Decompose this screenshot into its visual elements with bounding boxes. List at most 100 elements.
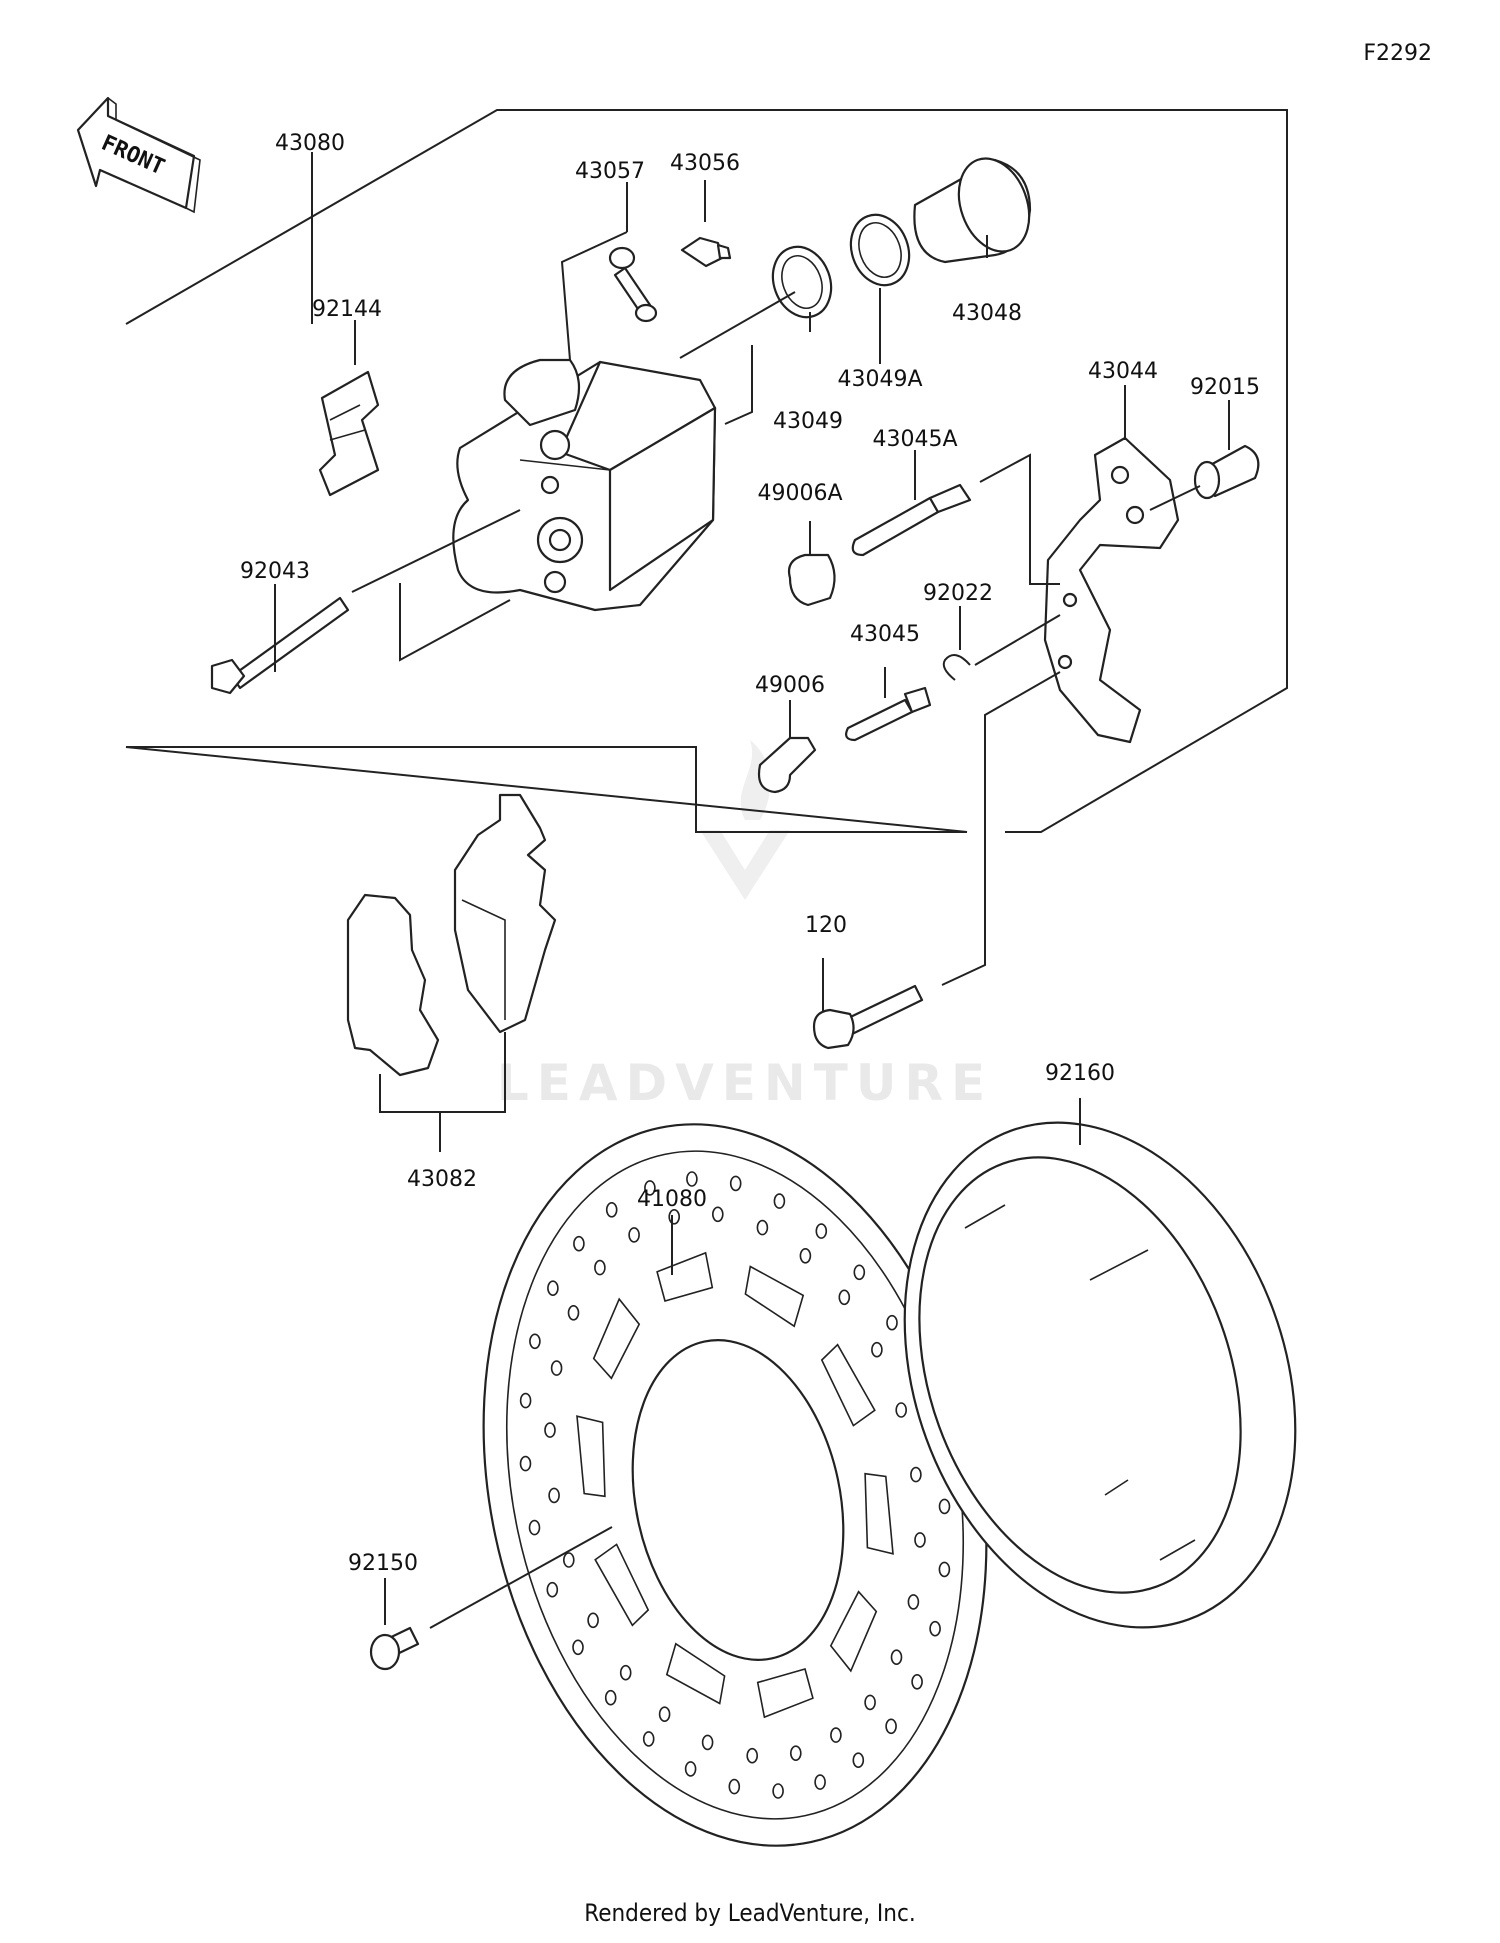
part-label: 120	[805, 913, 847, 938]
part-label: 43045	[850, 622, 920, 647]
boot-49006A	[787, 553, 836, 607]
part-label: 43049	[773, 409, 843, 434]
dust-seal-43049A	[849, 213, 911, 287]
disc-window	[744, 1265, 805, 1328]
collar-92015	[1193, 444, 1260, 500]
disc-hole	[756, 1219, 769, 1236]
part-label: 92150	[348, 1551, 418, 1576]
disc-hole	[838, 1289, 851, 1306]
caliper-body	[452, 358, 717, 612]
disc-hole	[890, 1649, 903, 1665]
disc-hole	[644, 1180, 656, 1196]
bleeder-valve-43056	[680, 236, 732, 268]
part-label: 49006	[755, 673, 825, 698]
disc-hole	[550, 1360, 563, 1376]
disc-hole	[544, 1422, 556, 1438]
disc-hole	[519, 1392, 532, 1409]
disc-window	[756, 1668, 814, 1719]
part-label: 92160	[1045, 1061, 1115, 1086]
part-label: 43044	[1088, 359, 1158, 384]
disc-window	[592, 1297, 641, 1380]
part-labels: 43080 43057 43056 43048 92144 43049 4304…	[240, 131, 1260, 1576]
disc-hole	[567, 1305, 580, 1321]
disc-hole	[910, 1466, 922, 1483]
disc-hole	[619, 1664, 632, 1681]
disc-hole	[853, 1264, 866, 1281]
disc-hole	[929, 1620, 941, 1637]
disc-window	[820, 1343, 876, 1427]
disc-hole	[830, 1727, 842, 1743]
part-label: 43048	[952, 301, 1022, 326]
disc-window	[829, 1590, 878, 1673]
disc-hole	[907, 1594, 920, 1610]
footer-credit: Rendered by LeadVenture, Inc.	[584, 1899, 915, 1927]
disc-hole	[529, 1333, 541, 1350]
disc-hole	[871, 1341, 883, 1358]
figure-code: F2292	[1363, 41, 1432, 66]
disc-hole	[701, 1734, 714, 1751]
part-label: 43057	[575, 159, 645, 184]
disc-window	[594, 1543, 650, 1627]
part-label: 92022	[923, 581, 993, 606]
disc-hole	[815, 1223, 828, 1239]
clip-92022	[942, 654, 971, 681]
bolt-92043	[210, 596, 350, 695]
tone-ring-92160	[903, 1121, 1297, 1629]
disc-hole	[628, 1227, 640, 1243]
disc-hole	[594, 1259, 606, 1276]
disc-hole	[604, 1689, 617, 1706]
caliper-assembly-outline	[125, 109, 1288, 833]
disc-hole	[572, 1639, 584, 1656]
disc-hole	[911, 1674, 923, 1690]
boot-49006	[757, 736, 817, 794]
disc-hole	[548, 1487, 560, 1504]
part-label: 92043	[240, 559, 310, 584]
part-label: 92015	[1190, 375, 1260, 400]
disc-hole	[546, 1581, 559, 1598]
bolt-120	[812, 984, 924, 1050]
disc-hole	[729, 1175, 742, 1192]
disc-hole	[728, 1778, 741, 1795]
disc-window	[576, 1415, 606, 1498]
disc-hole	[772, 1783, 784, 1799]
disc-hole	[814, 1774, 826, 1790]
disc-window	[864, 1472, 894, 1555]
part-label: 43080	[275, 131, 345, 156]
disc-hole	[938, 1498, 951, 1515]
disc-hole	[746, 1747, 759, 1764]
disc-hole	[642, 1731, 655, 1747]
brake-disc-41080	[482, 1123, 988, 1847]
part-label: 43056	[670, 151, 740, 176]
pin-43045A	[851, 483, 972, 557]
piston-seal-43049	[771, 245, 833, 319]
disc-hole	[528, 1519, 541, 1536]
part-label: 49006A	[757, 481, 842, 506]
disc-hole	[938, 1561, 951, 1578]
watermark: LEADVENTURE	[497, 740, 993, 1112]
disc-hole	[562, 1552, 575, 1568]
brake-pad-right	[453, 793, 557, 1034]
disc-hole	[773, 1193, 786, 1209]
disc-window	[656, 1251, 714, 1302]
piston-43048	[913, 157, 1032, 264]
disc-hole	[852, 1752, 865, 1768]
leader-lines	[274, 152, 1230, 1629]
part-label: 43049A	[837, 367, 922, 392]
disc-hole	[573, 1235, 585, 1252]
part-label: 43045A	[872, 427, 957, 452]
disc-hole	[799, 1248, 812, 1264]
disc-hole	[686, 1171, 698, 1187]
watermark-text: LEADVENTURE	[497, 1054, 993, 1112]
disc-hole	[914, 1532, 926, 1548]
disc-hole	[519, 1455, 532, 1472]
bleeder-cap-43057	[608, 246, 658, 323]
disc-hole	[895, 1402, 908, 1418]
disc-hole	[684, 1761, 697, 1777]
disc-hole	[547, 1280, 559, 1296]
bolt-92150	[369, 1626, 420, 1671]
pad-spring-92144	[318, 370, 380, 497]
disc-hole	[605, 1202, 618, 1218]
brake-pad-left	[346, 893, 440, 1077]
